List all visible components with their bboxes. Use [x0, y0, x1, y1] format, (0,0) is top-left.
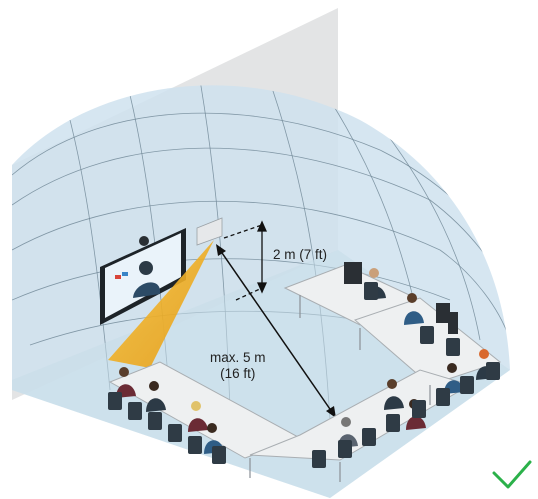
display-screen-icon: [100, 228, 186, 325]
desk-monitors: [344, 262, 458, 334]
distance-label-line1: max. 5 m: [210, 350, 266, 365]
distance-arrow: [216, 244, 336, 418]
camera-field-of-view-beam: [108, 240, 214, 368]
checkmark-icon: [492, 460, 532, 489]
height-label: 2 m (7 ft): [273, 247, 328, 262]
distance-label-line2: (16 ft): [220, 365, 256, 381]
camera-icon: [139, 217, 223, 246]
height-dimension-line: [223, 220, 268, 301]
chairs: [108, 282, 500, 468]
distance-label: max. 5 m (16 ft): [210, 350, 266, 381]
